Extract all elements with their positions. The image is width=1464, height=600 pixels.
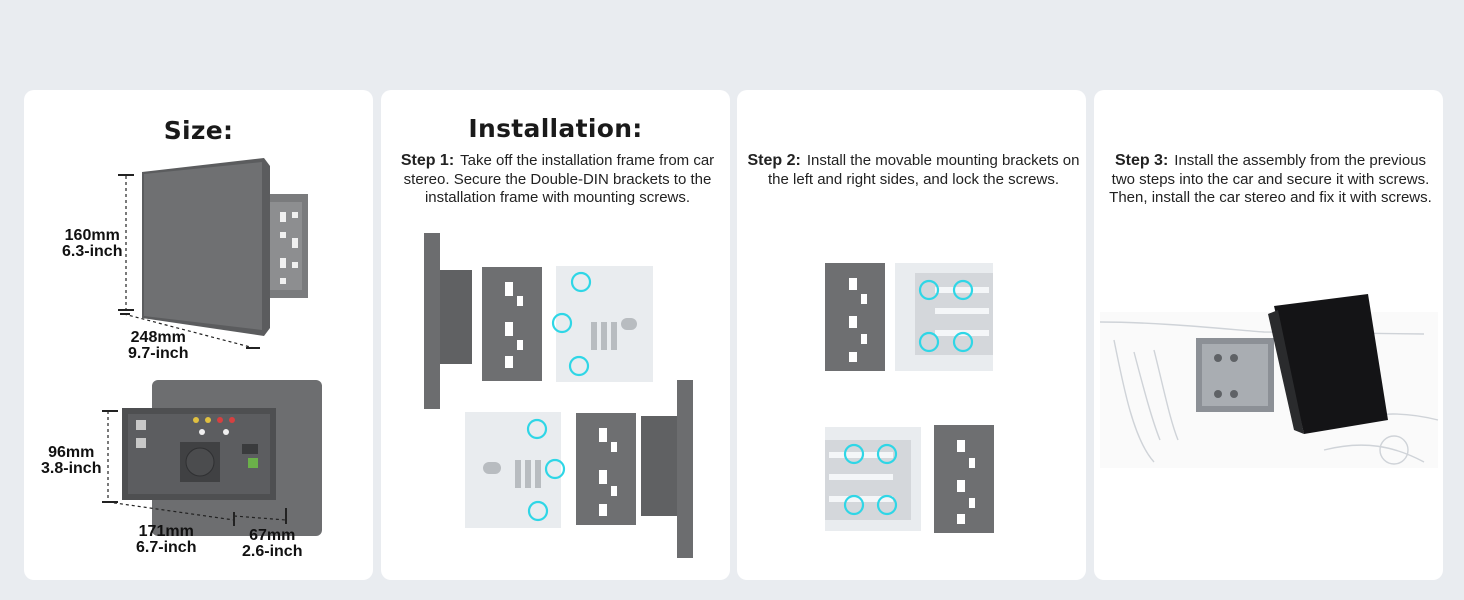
step2-text: Step 2:Install the movable mounting brac… — [747, 152, 1080, 188]
size-title: Size: — [163, 116, 234, 145]
step3-text: Step 3:Install the assembly from the pre… — [1109, 152, 1432, 206]
step1-bracket-diagram — [424, 233, 693, 558]
step2-bracket-diagram — [825, 263, 994, 533]
head-unit-front-image — [118, 158, 308, 349]
step3-car-install-image — [1099, 294, 1439, 468]
head-unit-rear-image — [102, 380, 322, 536]
step2-card: Step 2:Install the movable mounting brac… — [737, 90, 1086, 580]
step3-card: Step 3:Install the assembly from the pre… — [1094, 90, 1443, 580]
step3-label: Step 3: — [1114, 152, 1169, 169]
step2-label: Step 2: — [747, 152, 801, 169]
installation-card: Installation: Step 1:Take off the instal… — [381, 90, 730, 580]
step1-text: Step 1:Take off the installation frame f… — [400, 152, 715, 206]
step1-label: Step 1: — [400, 152, 455, 169]
installation-title: Installation: — [468, 114, 643, 143]
